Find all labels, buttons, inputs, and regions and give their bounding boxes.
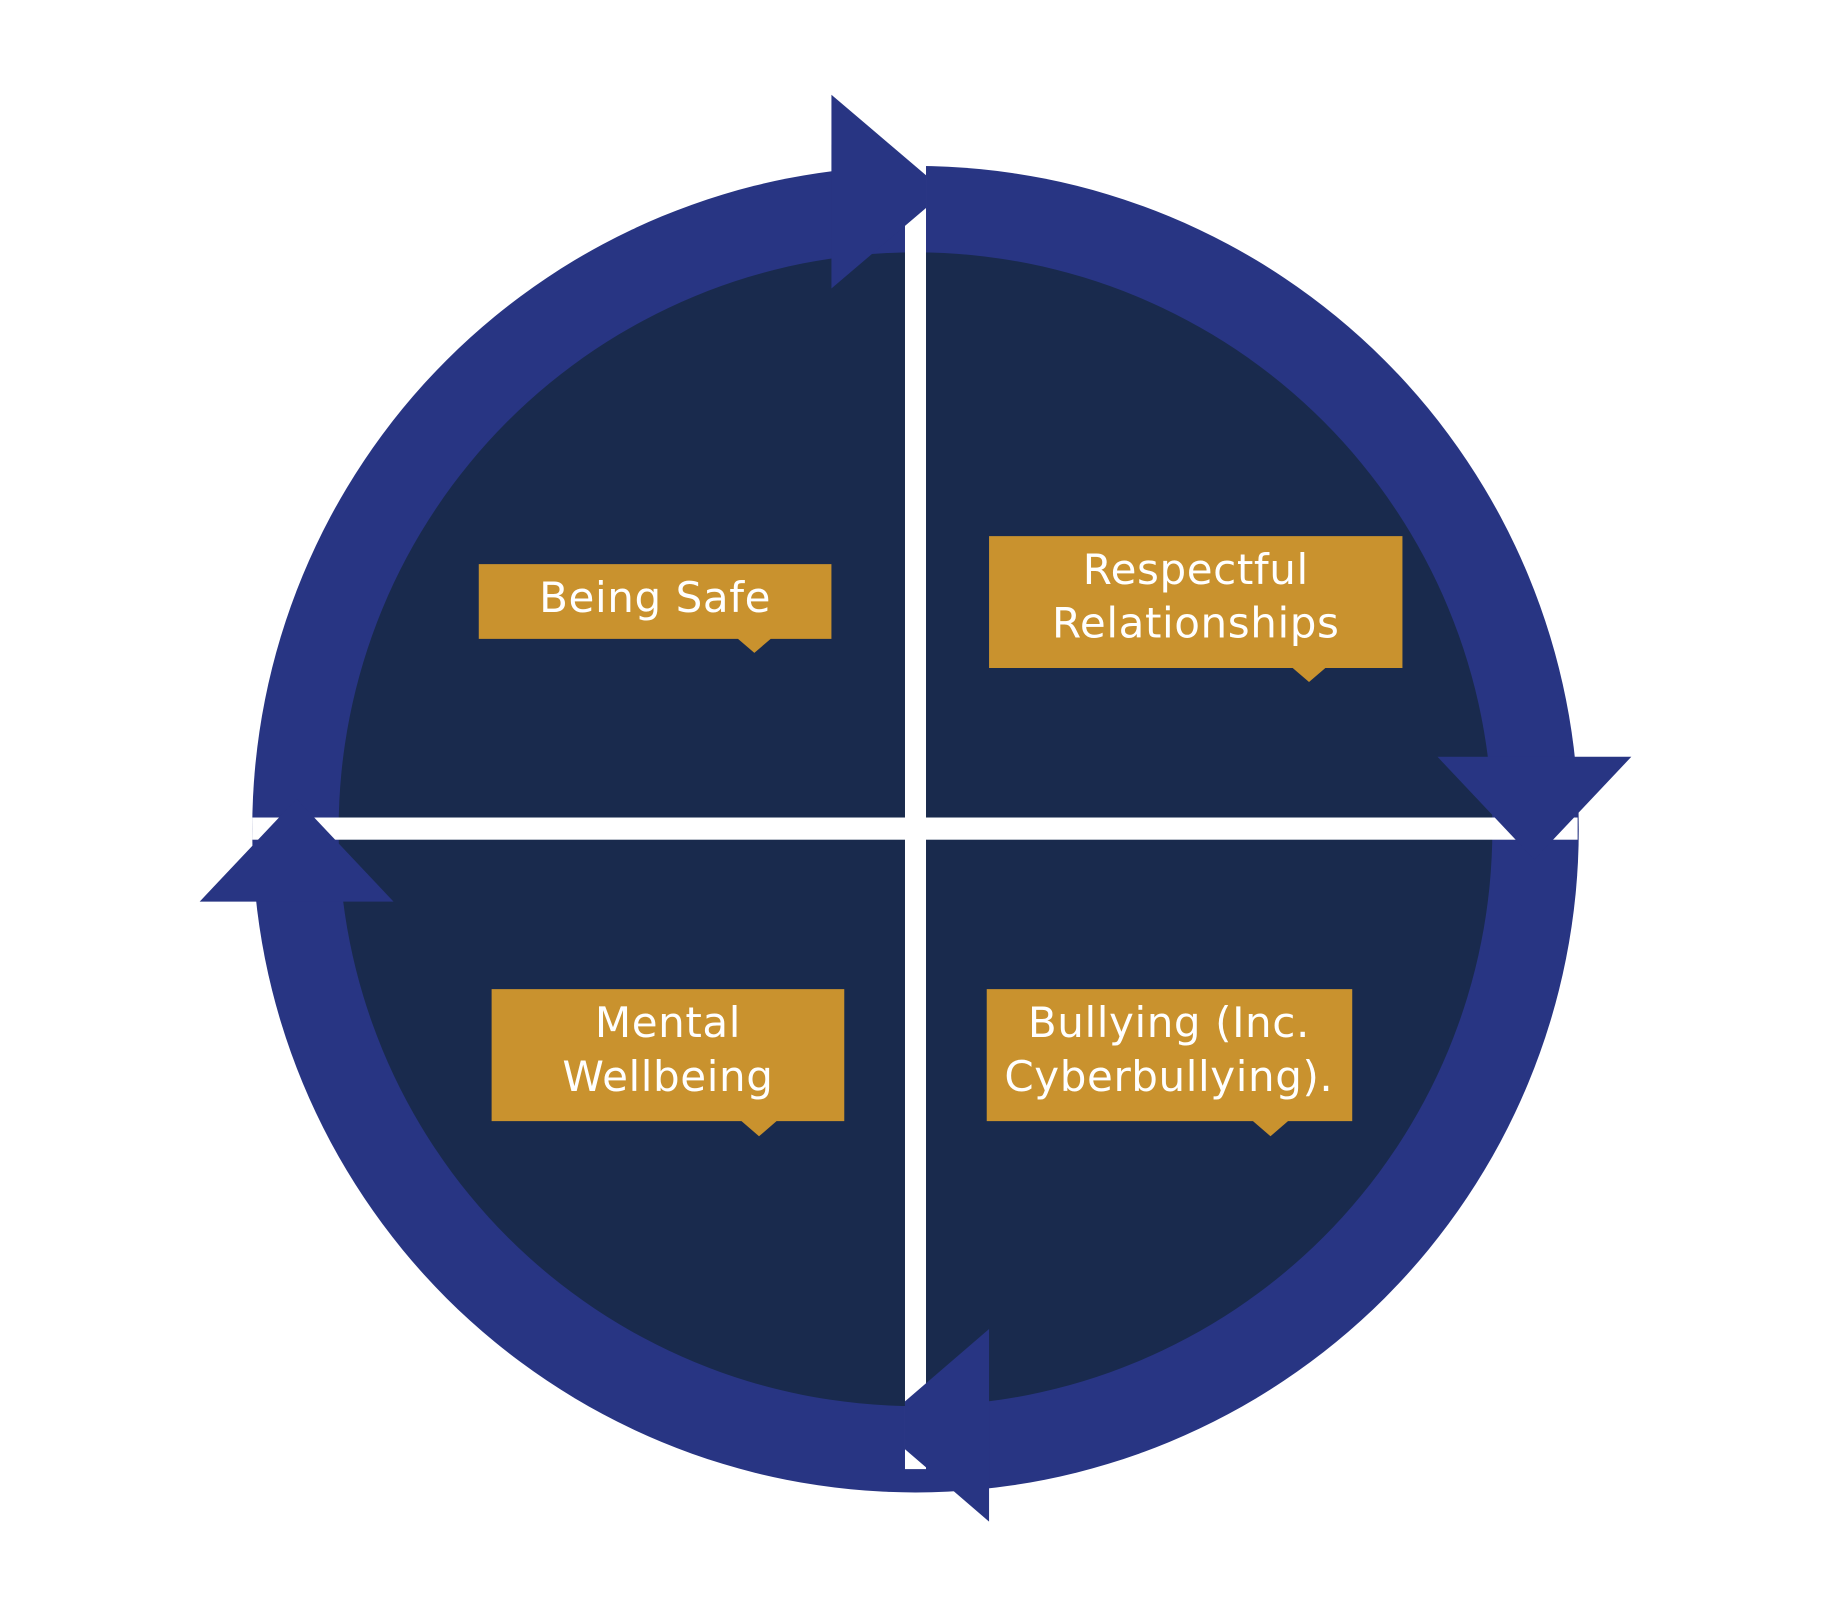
arrow-top-icon (831, 94, 927, 289)
arrow-right-icon (1437, 756, 1632, 860)
label-line: Being Safe (539, 573, 771, 622)
svg-text:Respectful: Respectful (1083, 545, 1309, 594)
label-line: Relationships (1052, 599, 1339, 648)
svg-text:Mental: Mental (595, 998, 741, 1047)
label-being-safe: Being Safe (478, 564, 832, 653)
arrow-left-icon (199, 798, 394, 902)
label-line: Respectful (1083, 545, 1309, 594)
label-mental-wellbeing: Mental Wellbeing (491, 989, 845, 1137)
vertical-divider (904, 142, 927, 1470)
svg-text:Cyberbullying).: Cyberbullying). (1004, 1052, 1333, 1101)
svg-text:Being Safe: Being Safe (539, 573, 771, 622)
label-line: Wellbeing (562, 1052, 773, 1101)
label-respectful-relationships: Respectful Relationships (989, 536, 1403, 683)
svg-text:Wellbeing: Wellbeing (562, 1052, 773, 1101)
horizontal-divider (252, 817, 1578, 840)
label-line: Bullying (Inc. (1028, 998, 1310, 1047)
svg-text:Bullying (Inc.: Bullying (Inc. (1028, 998, 1310, 1047)
svg-text:Relationships: Relationships (1052, 599, 1339, 648)
label-bullying: Bullying (Inc. Cyberbullying). (986, 989, 1353, 1137)
arrow-bottom-icon (904, 1328, 990, 1522)
label-line: Mental (595, 998, 741, 1047)
label-line: Cyberbullying). (1004, 1052, 1333, 1101)
